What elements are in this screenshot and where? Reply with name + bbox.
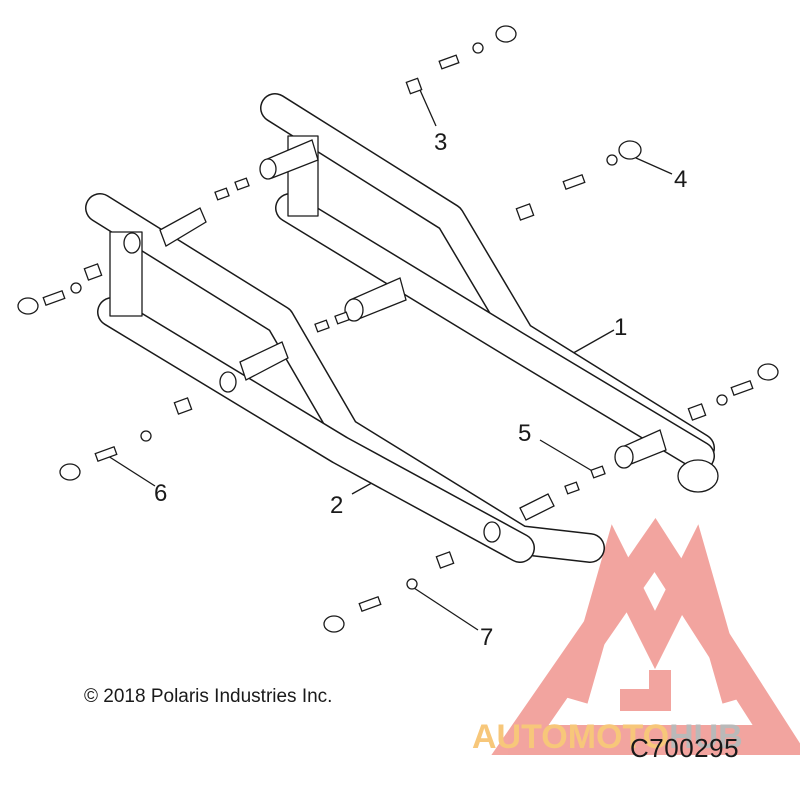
rail-part-1 xyxy=(260,93,719,493)
leader-line-1 xyxy=(567,329,615,357)
hardware xyxy=(17,25,779,633)
leader-lines xyxy=(107,89,673,631)
mount-tubes xyxy=(159,139,667,521)
rail-part-2 xyxy=(85,193,605,563)
callout-5: 5 xyxy=(518,420,532,447)
watermark-m xyxy=(562,524,748,704)
callout-1: 1 xyxy=(614,314,628,341)
leader-line-3 xyxy=(419,89,437,127)
leader-line-5 xyxy=(539,439,595,473)
callout-4: 4 xyxy=(674,166,688,193)
callout-6: 6 xyxy=(154,480,168,507)
callout-3: 3 xyxy=(434,129,448,156)
watermark-logo xyxy=(491,517,800,755)
copyright-notice: © 2018 Polaris Industries Inc. xyxy=(84,686,333,707)
callout-7: 7 xyxy=(480,624,494,651)
diagram-id: C700295 xyxy=(630,733,740,763)
leader-line-4 xyxy=(635,157,673,175)
callout-2: 2 xyxy=(330,492,344,519)
leader-line-6 xyxy=(107,455,156,487)
watermark-text: AUTOMOTOHUB xyxy=(472,718,743,756)
leader-line-7 xyxy=(413,587,479,631)
